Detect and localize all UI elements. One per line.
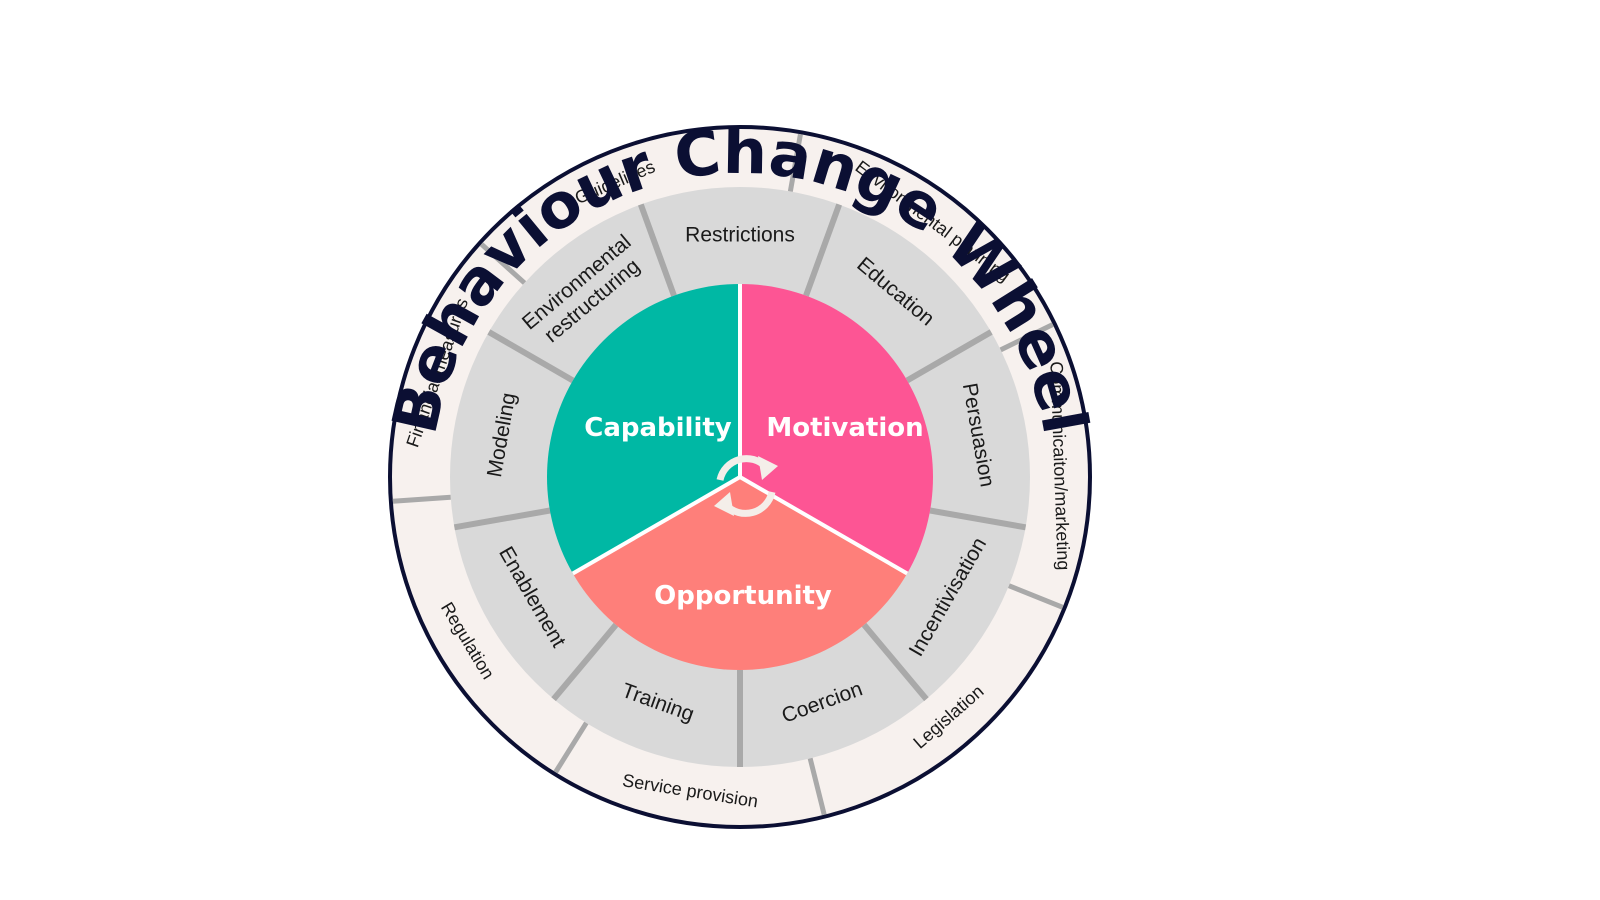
outer-divider: [479, 242, 527, 285]
intervention-label-0-text: Restrictions: [685, 224, 795, 247]
core-divider: [738, 475, 909, 576]
core-label-opportunity: Opportunity: [654, 581, 832, 611]
middle-divider: [637, 203, 677, 297]
outer-divider: [999, 322, 1054, 353]
core-label-capability: Capability: [584, 413, 732, 443]
middle-ring-dividers: [453, 203, 1027, 767]
outer-divider: [787, 133, 803, 192]
middle-divider: [861, 622, 929, 702]
middle-divider: [803, 203, 843, 297]
outer-divider: [807, 757, 827, 816]
outer-divider: [392, 494, 451, 504]
core-sector-capability: [547, 284, 740, 574]
middle-divider: [551, 622, 619, 702]
outer-ring-dividers: [392, 133, 1064, 816]
core-sector-motivation: [740, 284, 933, 574]
middle-divider: [929, 507, 1027, 531]
middle-divider: [905, 329, 993, 384]
middle-divider: [453, 507, 551, 531]
core-divider: [571, 475, 742, 576]
core-wheel: [547, 284, 933, 670]
outer-divider: [1007, 583, 1064, 610]
outer-divider: [553, 721, 589, 774]
cycle-arrows-icon: [714, 455, 778, 517]
core-label-motivation: Motivation: [766, 413, 923, 443]
middle-divider: [487, 329, 575, 384]
intervention-label-0: Restrictions: [685, 224, 795, 247]
